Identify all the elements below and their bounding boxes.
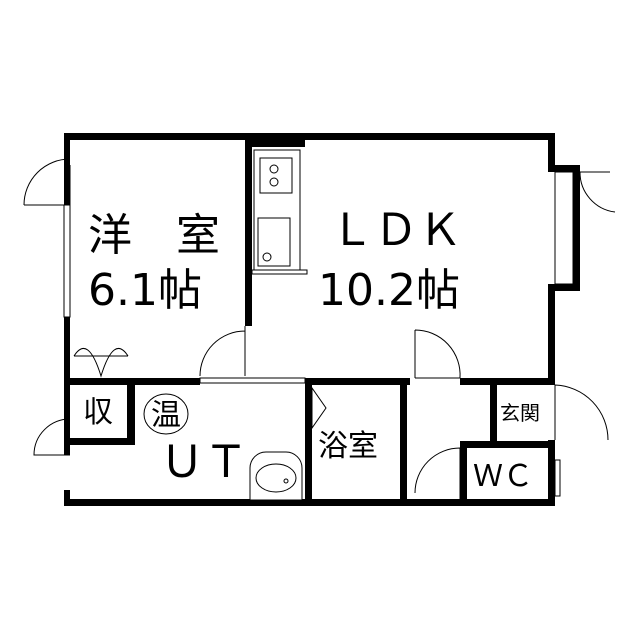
utility-label: ＵＴ xyxy=(160,437,248,488)
ldk-size: 10.2帖 xyxy=(318,265,460,316)
walls xyxy=(64,133,580,506)
kitchen xyxy=(251,149,308,275)
stove-icon xyxy=(259,157,293,194)
washbasin-icon xyxy=(249,451,303,501)
water-heater-circle xyxy=(143,393,189,435)
storage-label: 収 xyxy=(83,395,113,430)
bathroom-label: 浴室 xyxy=(318,429,378,464)
ldk-name: ＬＤＫ xyxy=(330,205,462,256)
water-heater-label: 温 xyxy=(151,398,181,433)
doors xyxy=(23,158,616,500)
western-room-size: 6.1帖 xyxy=(88,265,202,316)
entrance-label: 玄関 xyxy=(500,401,540,425)
sink-icon xyxy=(257,217,291,267)
western-room-name: 洋 室 xyxy=(88,210,220,261)
toilet-label: ＷＣ xyxy=(473,459,533,494)
